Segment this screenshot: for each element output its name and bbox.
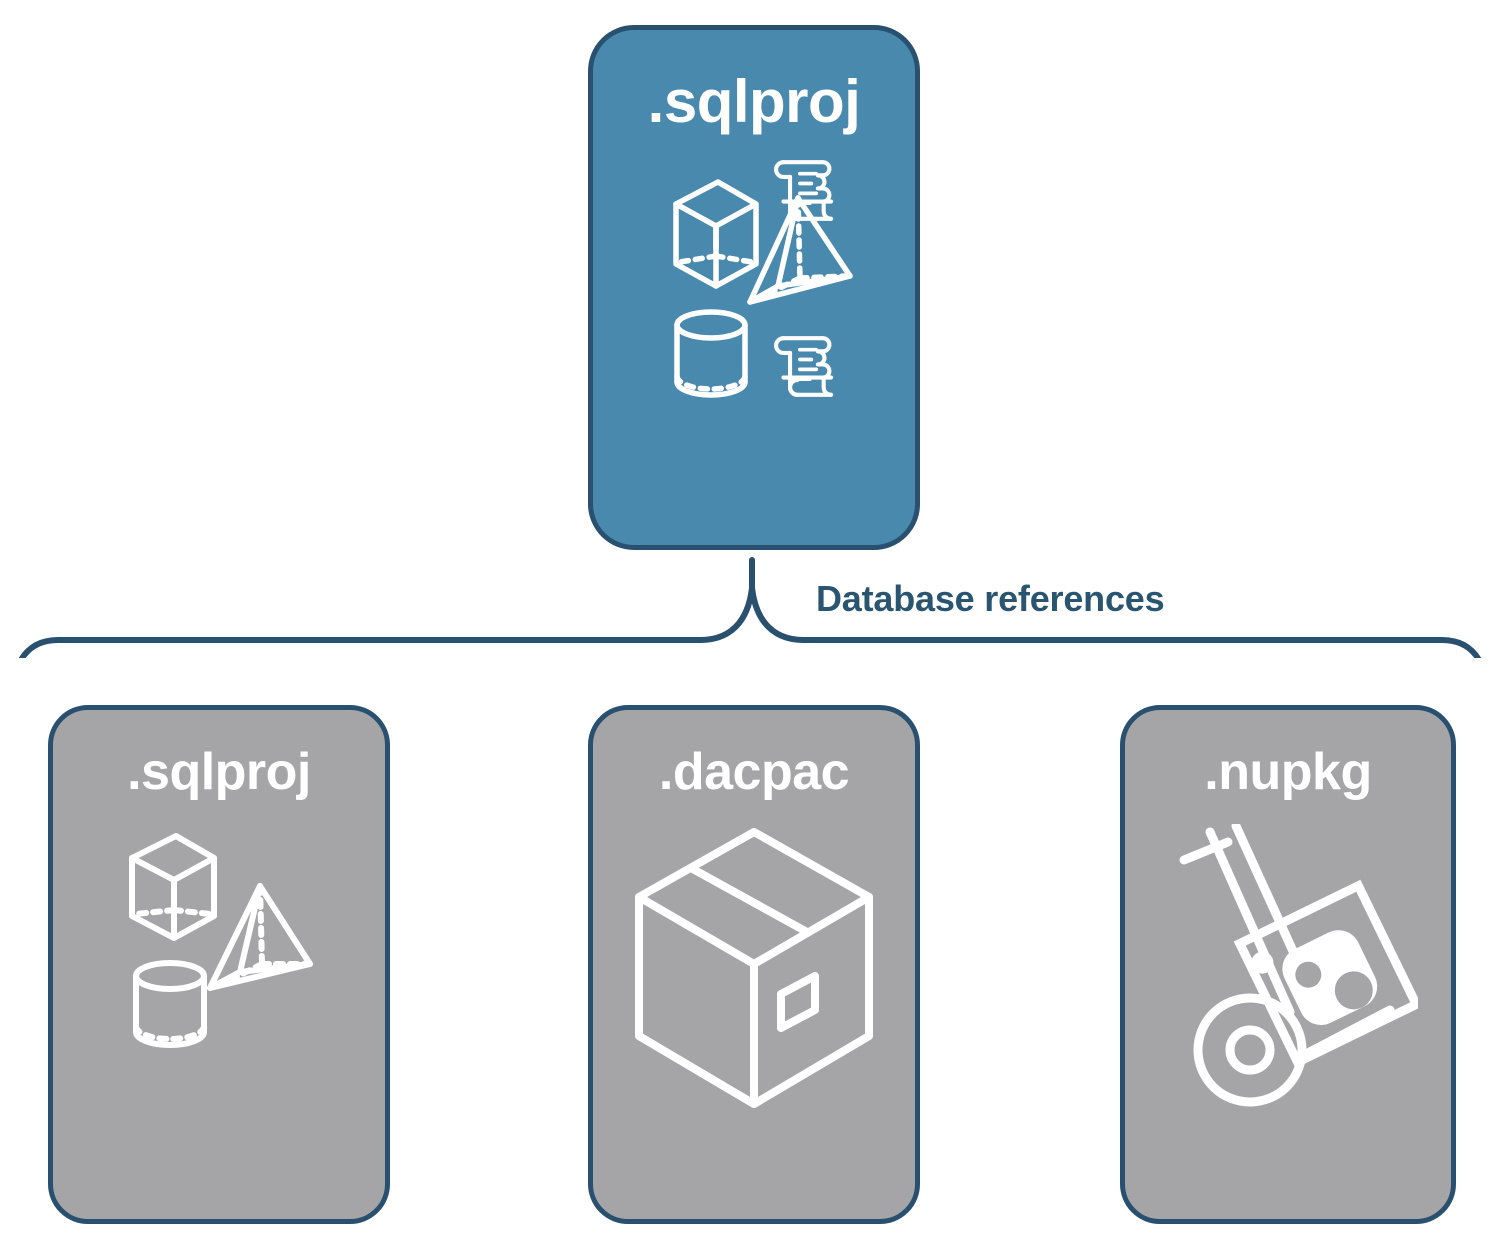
node-sqlproj-reference[interactable]: .sqlproj [48,705,390,1224]
node-title-nupkg: .nupkg [1204,743,1372,801]
node-title-sqlproj-reference: .sqlproj [127,743,311,801]
wheel [1193,993,1307,1107]
node-nupkg-reference[interactable]: .nupkg [1120,705,1456,1224]
cylinder-wireframe [674,309,748,398]
node-sqlproj-primary[interactable]: .sqlproj [588,25,920,550]
node-dacpac-reference[interactable]: .dacpac [588,705,920,1224]
cube-wireframe [673,179,759,289]
shipping-label-diamond [777,972,819,1032]
cube-wireframe [129,833,217,941]
script-scroll [774,336,834,397]
database-objects-icon [114,824,324,1059]
pyramid-wireframe [747,195,853,305]
script-scroll [774,160,834,221]
package-box-icon [629,824,879,1119]
hand-truck-package-icon [1158,821,1423,1119]
connector-label-database-references: Database references [816,578,1165,619]
pyramid-wireframe [207,883,313,991]
nuget-package-box [1233,879,1423,1069]
database-objects-icon [654,154,854,419]
node-title-sqlproj-primary: .sqlproj [647,68,861,135]
database-references-bracket [18,557,1482,658]
node-title-dacpac: .dacpac [658,743,850,801]
cylinder-wireframe [133,960,207,1048]
